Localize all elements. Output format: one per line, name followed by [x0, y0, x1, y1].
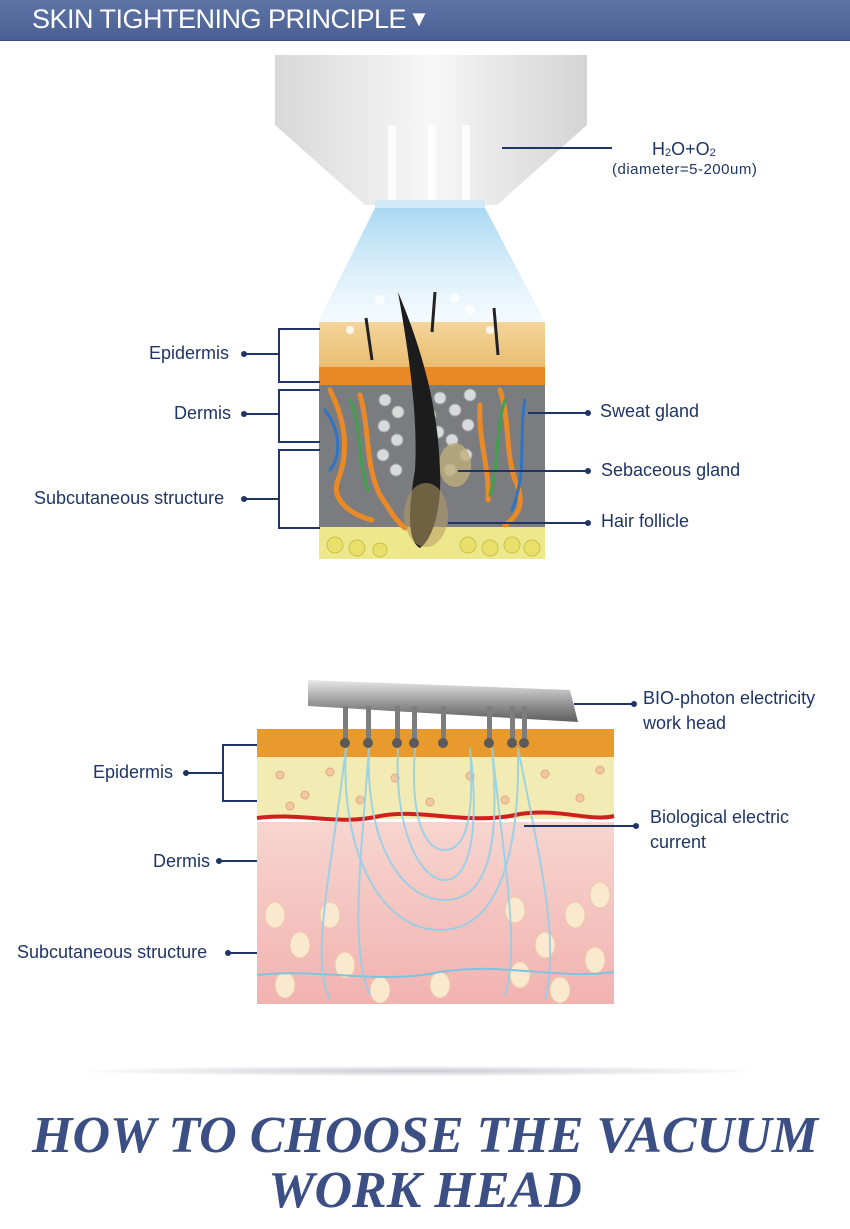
mist-spray [318, 208, 545, 322]
formula-h-subscript: 2 [665, 147, 672, 159]
label-bio-epidermis: Epidermis [93, 762, 174, 782]
bottom-leader-lines [186, 703, 636, 954]
diameter-note: (diameter=5-200um) [612, 161, 758, 178]
formula-o: O+O [671, 139, 710, 159]
label-current-line2: current [650, 832, 707, 852]
formula-o-subscript: 2 [709, 147, 716, 159]
label-subcutaneous-structure: Subcutaneous structure [34, 488, 225, 508]
footer-heading-line1: HOW TO CHOOSE THE VACUUM [32, 1107, 818, 1164]
label-epidermis: Epidermis [149, 343, 230, 363]
triangle-down-icon: ▼ [408, 6, 430, 31]
skin-cross-section [319, 291, 545, 559]
bio-skin-cross-section [256, 729, 615, 1004]
bottom-leader-dots [183, 701, 639, 956]
label-work-head-line2: work head [643, 713, 727, 733]
top-leader-dots [241, 351, 591, 526]
label-bio-dermis: Dermis [153, 851, 210, 871]
label-hair-follicle: Hair follicle [601, 511, 690, 531]
footer-heading-line2: WORK HEAD [268, 1162, 582, 1219]
spray-device [275, 55, 587, 208]
bio-photon-work-head [308, 680, 578, 748]
section-header: SKIN TIGHTENING PRINCIPLE▼ [0, 0, 850, 41]
label-sebaceous-gland: Sebaceous gland [601, 460, 741, 480]
label-bio-subcutaneous-structure: Subcutaneous structure [17, 942, 208, 962]
label-work-head-line1: BIO-photon electricity [643, 688, 816, 708]
formula-h: H [652, 139, 665, 159]
section-divider [88, 1066, 748, 1076]
label-dermis: Dermis [174, 403, 231, 423]
label-sweat-gland: Sweat gland [600, 401, 700, 421]
section-title-text: SKIN TIGHTENING PRINCIPLE [32, 4, 407, 34]
label-current-line1: Biological electric [650, 807, 790, 827]
top-leader-lines [244, 147, 612, 529]
footer-heading: HOW TO CHOOSE THE VACUUM WORK HEAD [0, 1108, 850, 1218]
bio-current-arcs [320, 747, 552, 1001]
section-title: SKIN TIGHTENING PRINCIPLE▼ [32, 4, 430, 35]
h2o-o2-formula: H2O+O2 [652, 139, 716, 160]
